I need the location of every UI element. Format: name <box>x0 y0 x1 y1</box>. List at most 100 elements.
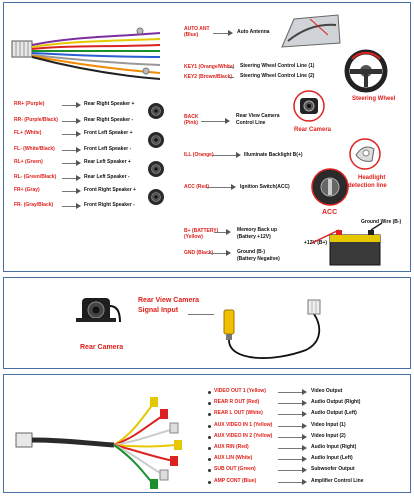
arrow-icon <box>302 411 307 418</box>
back-label-1: Rear View Camera <box>236 113 280 119</box>
connector-dot <box>208 480 211 484</box>
camera-title-1: Rear View Camera <box>138 297 199 304</box>
arrow-icon <box>76 131 81 137</box>
connector-line <box>62 206 76 207</box>
connector-line <box>278 459 302 461</box>
connector-line <box>278 481 302 483</box>
ignition-key-icon <box>311 168 349 206</box>
speaker-wire-code: FL- (White/Black) <box>14 146 55 152</box>
arrow-icon <box>302 478 307 485</box>
speaker-wire-code: FR+ (Gray) <box>14 187 40 193</box>
acc-code: ACC (Red) <box>184 184 209 190</box>
battery-label-1: Memory Back up <box>237 227 278 233</box>
key2-label: Steering Wheel Control Line (2) <box>240 73 315 79</box>
gnd-label-2: (Battery Negative) <box>237 256 280 262</box>
connector-dot <box>208 435 211 439</box>
key2-code: KEY2 (Brown/Black) <box>184 74 233 80</box>
rca-wire-code: AUX VIDEO IN 1 (Yellow) <box>214 421 273 428</box>
connector-line <box>228 67 234 68</box>
connector-dot <box>208 413 211 417</box>
connector-line <box>214 232 226 233</box>
plus12-label: +12V (B+) <box>304 240 328 246</box>
steering-wheel-icon <box>344 49 388 93</box>
connector-line <box>62 178 76 179</box>
speaker-icon <box>148 161 164 177</box>
connector-line <box>278 448 302 449</box>
arrow-icon <box>302 422 307 429</box>
wiring-panel-main: RR+ (Purple)Rear Right Speaker +RR- (Pur… <box>3 2 411 272</box>
camera-panel: Rear View Camera Signal Input Rear Camer… <box>3 277 411 369</box>
arrow-icon <box>76 102 81 108</box>
connector-line <box>278 470 302 472</box>
gnd-label-1: Ground (B-) <box>237 249 266 255</box>
harness-connector-icon <box>11 27 161 80</box>
battery-code: B+ (BATTERY) <box>184 228 219 234</box>
arrow-icon <box>226 229 231 235</box>
connector-line <box>188 314 214 315</box>
rca-wire-label: Audio Output (Left) <box>311 410 357 417</box>
connector-dot <box>208 402 211 406</box>
speaker-wire-code: RR+ (Purple) <box>14 101 45 107</box>
connector-line <box>278 392 302 393</box>
key1-label: Steering Wheel Control Line (1) <box>240 63 315 69</box>
rca-wire-code: AMP CONT (Blue) <box>214 477 257 484</box>
key1-code: KEY1 (Orange/White) <box>184 64 235 70</box>
connector-dot <box>208 447 211 450</box>
rca-wire-label: Video Input (1) <box>311 421 346 428</box>
connector-dot <box>208 424 211 428</box>
rca-wire-label: Subwoofer Output <box>311 466 355 473</box>
connector-line <box>278 414 302 416</box>
arrow-icon <box>76 147 81 153</box>
ill-code: ILL (Orange) <box>184 152 214 158</box>
arrow-icon <box>302 389 307 395</box>
arrow-icon <box>76 175 81 181</box>
arrow-icon <box>76 203 81 209</box>
connector-line <box>201 121 225 122</box>
speaker-wire-label: Front Left Speaker - <box>84 146 132 152</box>
headlight-caption-1: Headlight <box>358 175 386 181</box>
connector-line <box>213 33 229 34</box>
connector-line <box>62 134 76 135</box>
speaker-icon <box>148 132 164 148</box>
rca-wire-code: SUB OUT (Green) <box>214 466 256 473</box>
battery-icon <box>311 222 383 266</box>
speaker-wire-code: FL+ (White) <box>14 130 42 136</box>
connector-line <box>62 105 76 106</box>
rca-wire-code: REAR L OUT (White) <box>214 410 263 417</box>
rca-wire-code: REAR R OUT (Red) <box>214 399 260 406</box>
speaker-wire-label: Front Right Speaker - <box>84 202 135 208</box>
back-color: (Pink) <box>184 120 198 126</box>
headlight-caption-2: detection line <box>348 183 387 189</box>
gnd-code: GND (Black) <box>184 250 214 256</box>
connector-line <box>207 187 231 188</box>
arrow-icon <box>302 456 307 463</box>
rca-cable-icon <box>15 397 182 489</box>
auto-ant-color: (Blue) <box>184 32 199 38</box>
connector-line <box>62 163 76 164</box>
acc-caption: ACC <box>322 209 338 216</box>
connector-line <box>208 253 226 254</box>
rca-wire-label: Audio Input (Right) <box>311 444 357 450</box>
arrow-icon <box>302 445 307 451</box>
battery-label-2: (Battery +12V) <box>237 234 271 240</box>
arrow-icon <box>302 400 307 407</box>
rca-wire-code: AUX VIDEO IN 2 (Yellow) <box>214 432 273 439</box>
speaker-wire-label: Rear Right Speaker + <box>84 101 135 107</box>
speaker-wire-code: RL+ (Green) <box>14 159 43 165</box>
connector-dot <box>208 391 211 394</box>
rca-wire-label: Video Output <box>311 388 343 394</box>
speaker-icon <box>148 189 164 205</box>
back-label-2: Control Line <box>236 120 266 126</box>
speaker-icon <box>148 103 164 119</box>
rca-wire-code: AUX RIN (Red) <box>214 444 249 450</box>
speaker-wire-code: FR- (Gray/Black) <box>14 202 54 208</box>
ill-label: Illuminate Backlight B(+) <box>244 152 303 158</box>
camera-title-2: Signal Input <box>138 307 179 314</box>
arrow-icon <box>76 118 81 124</box>
connector-line <box>62 121 76 122</box>
connector-line <box>278 425 302 427</box>
camera-icon <box>293 90 325 122</box>
connector-line <box>278 403 302 405</box>
camera-icon <box>76 298 121 323</box>
